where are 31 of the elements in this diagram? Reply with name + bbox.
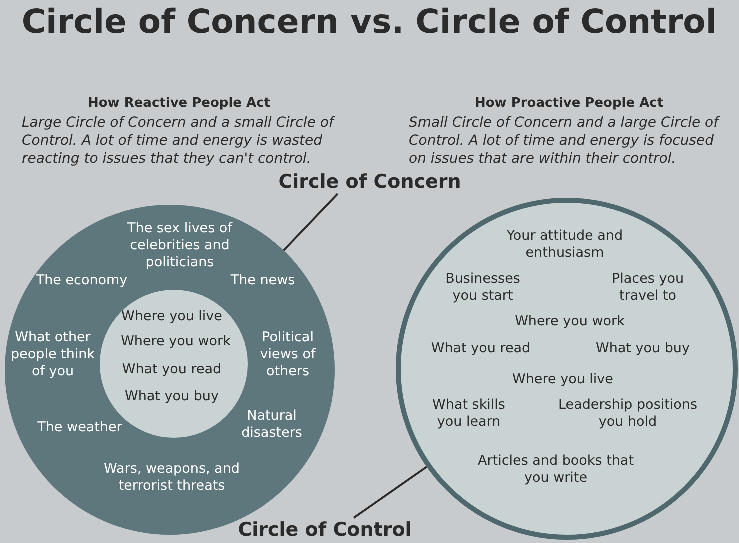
circle-item-text: The economy xyxy=(35,272,129,290)
circle-item-text: What skills you learn xyxy=(432,397,506,431)
circle-item-text: Where you live xyxy=(120,308,224,326)
column-heading: How Proactive People Act xyxy=(475,96,665,111)
circle-item-text: What you read xyxy=(121,362,223,378)
circle-item-text: What you buy xyxy=(124,388,220,406)
circle-item-text: Wars, weapons, and terrorist threats xyxy=(103,461,241,495)
description-text: Small Circle of Concern and a large Circle of Control. A lot of time and energy is focused on issues that are within their control. xyxy=(409,114,719,168)
circle-item-text: Where you work xyxy=(514,314,626,330)
circle-item-text: The sex lives of celebrities and politicians xyxy=(126,220,234,272)
circle-item-text: Where you work xyxy=(120,334,232,350)
circle-item-text: Articles and books that you write xyxy=(477,453,635,487)
circle-item-text: What other people think of you xyxy=(10,330,96,380)
circle-item-text: The weather xyxy=(36,420,124,436)
circle-item-text: Your attitude and enthusiasm xyxy=(506,228,624,262)
circle-label: Circle of Concern xyxy=(278,171,462,193)
circle-item-text: Leadership positions you hold xyxy=(558,397,698,431)
description-text: Large Circle of Concern and a small Circle of Control. A lot of time and energy is wasted reacting to issues that they can't control. xyxy=(22,114,336,168)
column-heading: How Reactive People Act xyxy=(88,96,272,111)
circle-item-text: What you read xyxy=(430,340,532,358)
circle-item-text: Political views of others xyxy=(259,330,317,380)
circle-item-text: Places you travel to xyxy=(610,271,686,305)
circle-item-text: What you buy xyxy=(595,340,691,358)
leader-line xyxy=(353,466,428,519)
circle-item-text: Businesses you start xyxy=(444,271,522,305)
circle-item-text: Natural disasters xyxy=(240,408,304,442)
circle-item-text: Where you live xyxy=(512,372,614,388)
leader-line xyxy=(283,193,339,252)
circle-item-text: The news xyxy=(230,272,296,290)
circle-label: Circle of Control xyxy=(238,519,412,541)
title: Circle of Concern vs. Circle of Control xyxy=(20,2,718,41)
